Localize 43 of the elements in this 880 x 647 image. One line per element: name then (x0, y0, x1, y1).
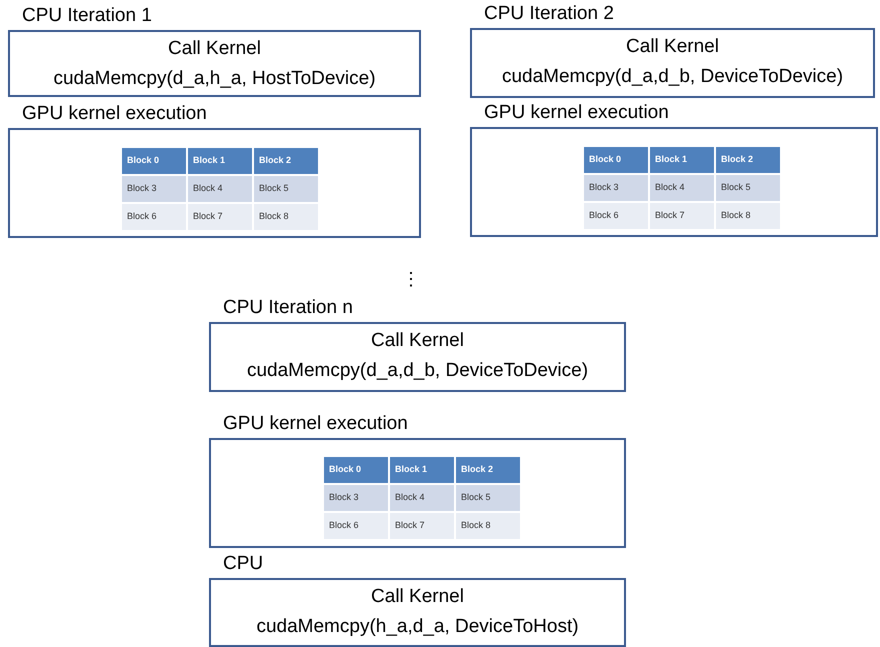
table-cell: Block 5 (254, 176, 320, 204)
panel-heading: CPU Iteration 2 (484, 3, 614, 25)
header-cell: Block 2 (716, 147, 782, 175)
table-cell: Block 6 (324, 513, 390, 541)
call-text: Call Kernel (370, 330, 465, 352)
code-text: cudaMemcpy(d_a,h_a, HostToDevice) (52, 68, 377, 90)
header-cell: Block 0 (584, 147, 650, 175)
table-cell: Block 4 (188, 176, 254, 204)
call-text: Call Kernel (625, 36, 720, 58)
table-cell: Block 8 (456, 513, 522, 541)
header-cell: Block 2 (456, 457, 522, 485)
header-cell: Block 1 (188, 148, 254, 176)
call-text: Call Kernel (370, 586, 465, 608)
table-cell: Block 7 (650, 203, 716, 231)
panel-heading: GPU kernel execution (22, 103, 207, 125)
table-cell: Block 5 (716, 175, 782, 203)
header-cell: Block 0 (122, 148, 188, 176)
table-cell: Block 4 (650, 175, 716, 203)
panel-heading: CPU (223, 553, 264, 575)
panel-heading: GPU kernel execution (484, 102, 669, 124)
table-cell: Block 6 (584, 203, 650, 231)
panel-heading: GPU kernel execution (223, 413, 408, 435)
table-cell: Block 6 (122, 204, 188, 232)
code-text: cudaMemcpy(h_a,d_a, DeviceToHost) (255, 616, 580, 638)
table-cell: Block 3 (324, 485, 390, 513)
table-cell: Block 3 (584, 175, 650, 203)
panel-heading: CPU Iteration n (223, 297, 353, 319)
table-cell: Block 8 (254, 204, 320, 232)
header-cell: Block 0 (324, 457, 390, 485)
ellipsis-mark: ⋮ (402, 268, 420, 290)
table-cell: Block 8 (716, 203, 782, 231)
table-cell: Block 4 (390, 485, 456, 513)
header-cell: Block 2 (254, 148, 320, 176)
table-cell: Block 7 (390, 513, 456, 541)
table-cell: Block 7 (188, 204, 254, 232)
code-text: cudaMemcpy(d_a,d_b, DeviceToDevice) (246, 360, 590, 382)
header-cell: Block 1 (390, 457, 456, 485)
table-cell: Block 3 (122, 176, 188, 204)
call-text: Call Kernel (167, 38, 262, 60)
panel-heading: CPU Iteration 1 (22, 5, 152, 27)
table-cell: Block 5 (456, 485, 522, 513)
code-text: cudaMemcpy(d_a,d_b, DeviceToDevice) (500, 66, 844, 88)
header-cell: Block 1 (650, 147, 716, 175)
